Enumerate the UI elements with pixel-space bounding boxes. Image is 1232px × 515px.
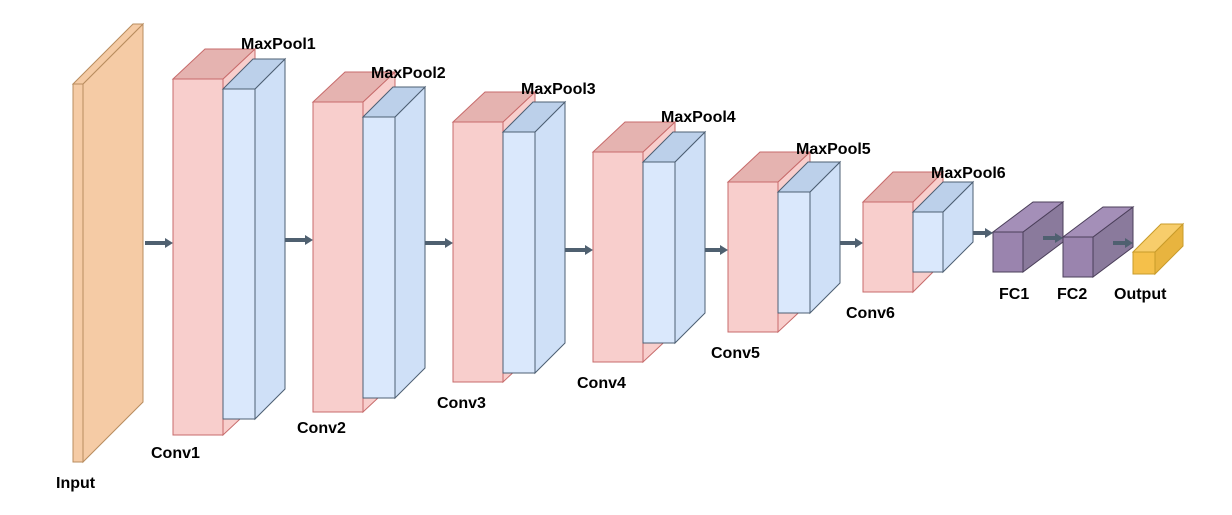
block-maxpool4-side	[674, 130, 706, 345]
block-maxpool1-side	[254, 57, 286, 421]
arrow-3	[425, 238, 453, 248]
arrow-6-head	[855, 238, 863, 248]
block-conv5-front	[727, 181, 779, 333]
label-maxpool3: MaxPool3	[521, 81, 596, 98]
arrow-2-head	[305, 235, 313, 245]
label-maxpool2: MaxPool2	[371, 65, 446, 82]
arrow-5	[705, 245, 728, 255]
block-maxpool3-side	[534, 100, 566, 375]
label-maxpool1: MaxPool1	[241, 36, 316, 53]
block-maxpool3	[501, 100, 567, 375]
block-output	[1131, 222, 1185, 276]
layer-labels: Input Conv1 MaxPool1 Conv2 MaxPool2 Conv…	[56, 36, 1167, 492]
layer-blocks	[71, 22, 1185, 464]
block-maxpool4	[641, 130, 707, 345]
arrow-9	[1113, 238, 1133, 248]
label-conv6: Conv6	[846, 305, 895, 322]
block-input	[71, 22, 145, 464]
arrow-2	[285, 235, 313, 245]
label-output: Output	[1114, 286, 1167, 303]
label-maxpool6: MaxPool6	[931, 165, 1006, 182]
connection-arrows	[145, 228, 1133, 255]
arrow-1	[145, 238, 173, 248]
label-conv4: Conv4	[577, 375, 626, 392]
block-maxpool3-front	[502, 131, 536, 374]
label-maxpool5: MaxPool5	[796, 141, 871, 158]
arrow-6	[840, 238, 863, 248]
arrow-8-head	[1055, 233, 1063, 243]
arrow-1-head	[165, 238, 173, 248]
block-conv3-front	[452, 121, 504, 383]
block-output-front	[1132, 251, 1156, 275]
arrow-4-head	[585, 245, 593, 255]
label-conv1: Conv1	[151, 445, 200, 462]
block-maxpool1-front	[222, 88, 256, 420]
arrow-8	[1043, 233, 1063, 243]
block-conv4-front	[592, 151, 644, 363]
block-fc1-front	[992, 231, 1024, 273]
label-conv2: Conv2	[297, 420, 346, 437]
block-conv1-front	[172, 78, 224, 436]
block-fc2-front	[1062, 236, 1094, 278]
block-maxpool5-front	[777, 191, 811, 314]
label-fc1: FC1	[999, 286, 1029, 303]
block-input-front	[72, 83, 84, 463]
arrow-5-head	[720, 245, 728, 255]
block-maxpool5	[776, 160, 842, 315]
arrow-4	[565, 245, 593, 255]
arrow-9-head	[1125, 238, 1133, 248]
label-conv5: Conv5	[711, 345, 760, 362]
block-maxpool2-front	[362, 116, 396, 399]
arrow-3-head	[445, 238, 453, 248]
label-input: Input	[56, 475, 96, 492]
block-conv6-front	[862, 201, 914, 293]
block-maxpool6-front	[912, 211, 944, 273]
block-conv2-front	[312, 101, 364, 413]
arrow-7	[973, 228, 993, 238]
arrow-7-head	[985, 228, 993, 238]
block-maxpool1	[221, 57, 287, 421]
label-fc2: FC2	[1057, 286, 1087, 303]
block-maxpool4-front	[642, 161, 676, 344]
block-maxpool2	[361, 85, 427, 400]
block-maxpool6	[911, 180, 975, 274]
label-conv3: Conv3	[437, 395, 486, 412]
label-maxpool4: MaxPool4	[661, 109, 736, 126]
block-maxpool2-side	[394, 85, 426, 400]
block-input-side	[82, 22, 144, 464]
